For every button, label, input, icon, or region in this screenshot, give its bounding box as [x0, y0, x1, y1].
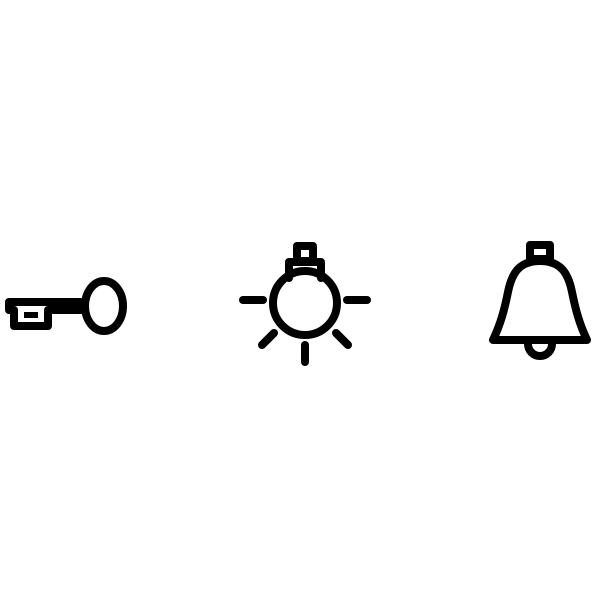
bell-icon: [489, 241, 591, 360]
light-bulb-icon: [239, 242, 371, 366]
key-icon: [5, 277, 127, 335]
